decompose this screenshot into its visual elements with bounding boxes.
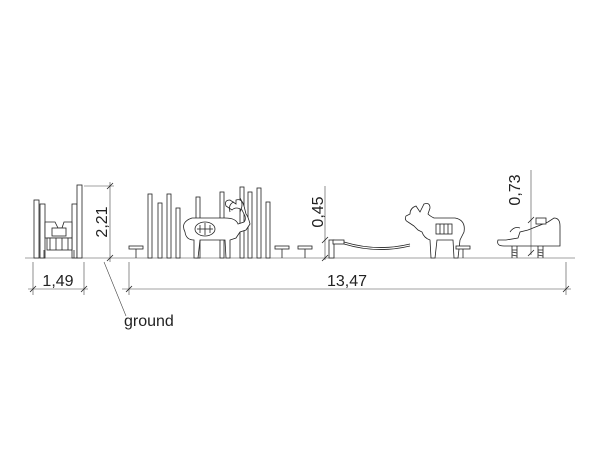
ground-label: ground	[124, 313, 174, 330]
ground-leader-line	[103, 261, 127, 317]
dimension-total-length	[122, 262, 571, 295]
dimension-label-height-left: 2,21	[94, 206, 111, 237]
dimension-height-left	[84, 182, 114, 262]
sleigh-spring-rider	[497, 217, 561, 258]
dimension-height-mid	[321, 186, 329, 262]
dimension-label-side-width: 1,49	[42, 273, 73, 290]
balance-rope-element	[328, 239, 411, 259]
dimension-side-width	[28, 262, 88, 295]
dimension-label-height-mid: 0,45	[310, 196, 327, 227]
reindeer-figure-left	[183, 197, 251, 259]
dimension-label-height-right: 0,73	[507, 174, 524, 205]
stepping-stools	[128, 245, 313, 258]
dimension-label-total-length: 13,47	[327, 273, 367, 290]
dimension-height-right	[527, 170, 535, 257]
side-view-structure	[33, 184, 83, 259]
reindeer-figure-right	[404, 203, 471, 259]
